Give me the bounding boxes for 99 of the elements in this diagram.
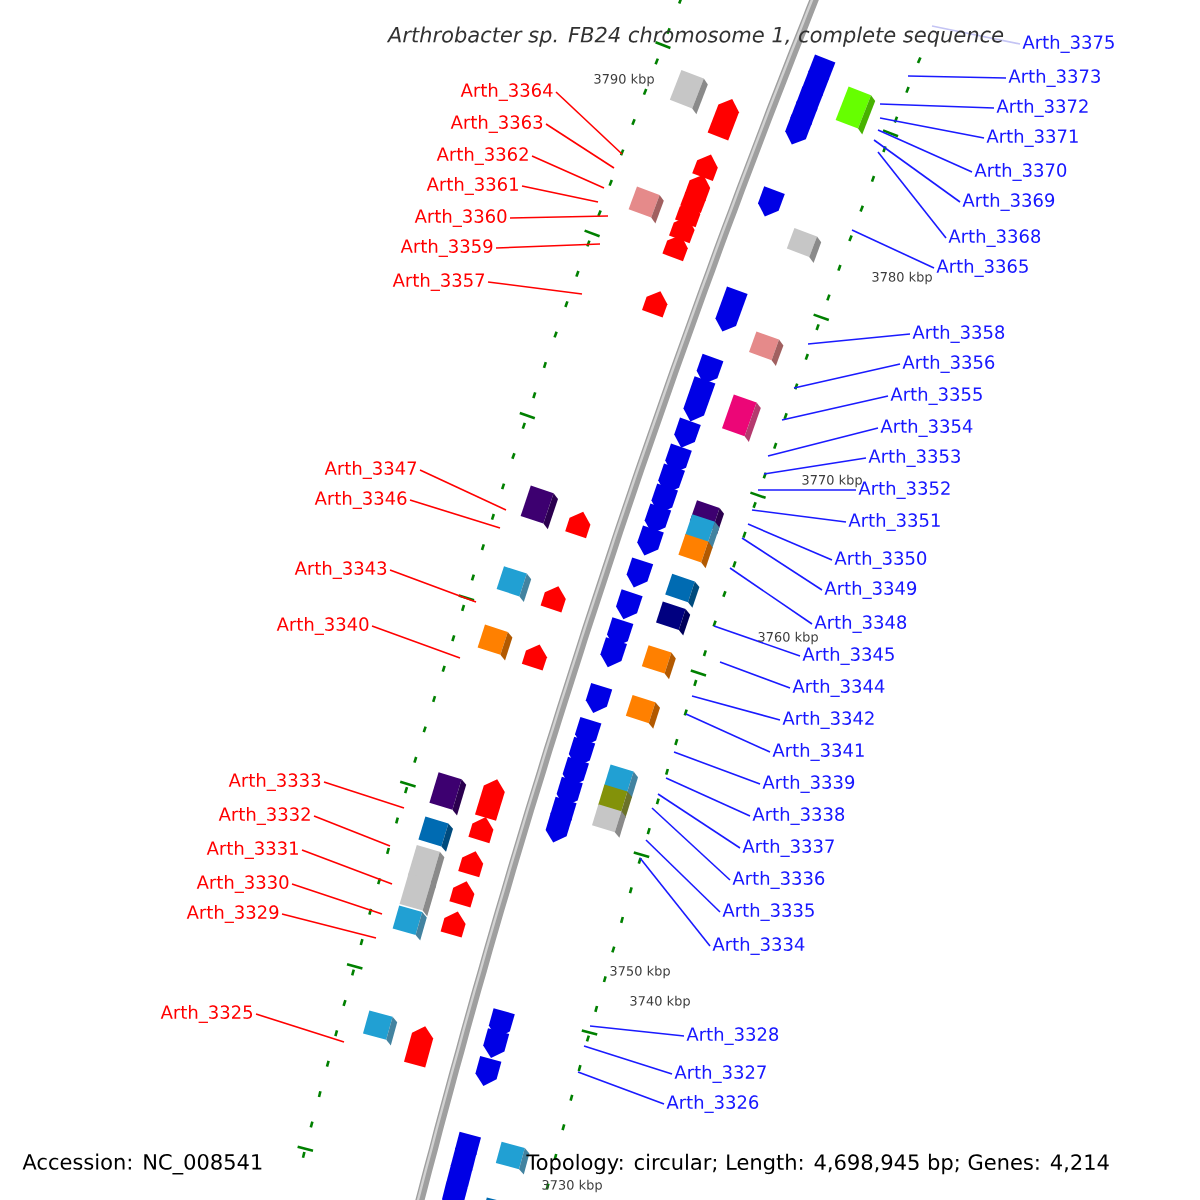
gene-label: Arth_3372 bbox=[996, 99, 1088, 117]
leader-line bbox=[577, 1071, 665, 1105]
gene-label: Arth_3369 bbox=[962, 193, 1055, 211]
gene-label: Arth_3356 bbox=[902, 355, 995, 373]
gene-label: Arth_3327 bbox=[674, 1065, 766, 1083]
leader-line bbox=[665, 777, 751, 817]
gene-label: Arth_3368 bbox=[948, 229, 1041, 247]
leader-line bbox=[807, 333, 911, 345]
leader-line bbox=[487, 281, 583, 295]
leader-line bbox=[409, 499, 501, 529]
gene-label: Arth_3375 bbox=[1022, 35, 1114, 53]
gene-label: Arth_3332 bbox=[218, 807, 310, 825]
leader-line bbox=[555, 91, 623, 155]
leader-line bbox=[545, 123, 615, 169]
gene-label: Arth_3336 bbox=[732, 871, 825, 889]
leader-line bbox=[873, 139, 961, 203]
gene-label: Arth_3373 bbox=[1008, 69, 1100, 87]
gene-label: Arth_3351 bbox=[848, 513, 940, 531]
gene-label: Arth_3334 bbox=[712, 937, 805, 955]
gene-label: Arth_3333 bbox=[228, 773, 321, 791]
gene-label: Arth_3363 bbox=[450, 115, 543, 133]
leader-line bbox=[589, 1025, 685, 1037]
gene-label: Arth_3331 bbox=[206, 841, 298, 859]
gene-label: Arth_3362 bbox=[436, 147, 528, 165]
footer-text: Accession: NC_008541 bbox=[22, 1153, 262, 1175]
leader-line bbox=[495, 243, 601, 249]
leader-line bbox=[793, 363, 901, 389]
gene-label: Arth_3335 bbox=[722, 903, 814, 921]
gene-label: Arth_3343 bbox=[294, 561, 387, 579]
gene-label: Arth_3345 bbox=[802, 647, 894, 665]
gene-label: Arth_3339 bbox=[762, 775, 855, 793]
leader-line bbox=[757, 489, 857, 491]
leader-line bbox=[301, 849, 393, 885]
gene-label: Arth_3365 bbox=[936, 259, 1028, 277]
gene-label: Arth_3347 bbox=[324, 461, 417, 479]
leader-line bbox=[323, 781, 405, 809]
leader-line bbox=[931, 25, 1021, 45]
leader-line bbox=[531, 155, 605, 189]
leader-line bbox=[313, 815, 391, 847]
leader-line bbox=[657, 793, 741, 849]
gene-label: Arth_3360 bbox=[414, 209, 507, 227]
gene-label: Arth_3340 bbox=[276, 617, 369, 635]
gene-label: Arth_3330 bbox=[196, 875, 289, 893]
leader-line bbox=[419, 469, 507, 511]
leader-line bbox=[877, 151, 947, 239]
gene-label: Arth_3342 bbox=[782, 711, 874, 729]
leader-line bbox=[907, 75, 1007, 79]
title: Arthrobacter sp. FB24 chromosome 1, complete sequence bbox=[386, 26, 1004, 47]
leader-line bbox=[713, 625, 801, 657]
gene-label: Arth_3325 bbox=[160, 1005, 252, 1023]
gene-label: Arth_3364 bbox=[460, 83, 553, 101]
leader-line bbox=[673, 751, 761, 785]
gene-label: Arth_3355 bbox=[890, 387, 982, 405]
leader-line bbox=[639, 857, 711, 947]
leader-line bbox=[645, 839, 721, 913]
gene-label: Arth_3346 bbox=[314, 491, 407, 509]
gene-label: Arth_3358 bbox=[912, 325, 1005, 343]
leader-line bbox=[729, 567, 813, 625]
leader-line bbox=[781, 395, 889, 421]
leader-line bbox=[741, 537, 823, 591]
leader-line bbox=[521, 185, 599, 203]
leader-line bbox=[291, 883, 383, 915]
gene-label: Arth_3354 bbox=[880, 419, 973, 437]
gene-label: Arth_3349 bbox=[824, 581, 917, 599]
gene-label: Arth_3337 bbox=[742, 839, 834, 857]
gene-label: Arth_3348 bbox=[814, 615, 907, 633]
leader-line bbox=[751, 509, 847, 523]
leader-line bbox=[877, 129, 973, 173]
gene-label: Arth_3326 bbox=[666, 1095, 759, 1113]
gene-label: Arth_3371 bbox=[986, 129, 1078, 147]
gene-label: Arth_3329 bbox=[186, 905, 279, 923]
gene-label: Arth_3353 bbox=[868, 449, 960, 467]
leader-line bbox=[509, 215, 609, 219]
leader-line bbox=[763, 457, 867, 475]
gene-label: Arth_3344 bbox=[792, 679, 885, 697]
footer-text: Topology: circular; Length: 4,698,945 bp; Genes: 4,214 bbox=[526, 1153, 1109, 1175]
leader-line bbox=[767, 427, 879, 457]
leader-line bbox=[879, 117, 985, 139]
gene-label: Arth_3370 bbox=[974, 163, 1067, 181]
leader-line bbox=[651, 807, 731, 881]
gene-label: Arth_3359 bbox=[400, 239, 493, 257]
leader-line bbox=[747, 523, 833, 561]
leader-line bbox=[851, 229, 935, 269]
gene-label: Arth_3328 bbox=[686, 1027, 779, 1045]
gene-label: Arth_3357 bbox=[392, 273, 485, 291]
leader-line bbox=[389, 569, 477, 603]
leader-line bbox=[255, 1013, 345, 1043]
gene-label: Arth_3350 bbox=[834, 551, 927, 569]
gene-label: Arth_3341 bbox=[772, 743, 864, 761]
gene-label: Arth_3338 bbox=[752, 807, 845, 825]
leader-line bbox=[685, 713, 771, 753]
leader-line bbox=[691, 695, 781, 721]
gene-label: Arth_3352 bbox=[858, 481, 950, 499]
gene-label: Arth_3361 bbox=[426, 177, 518, 195]
leader-line bbox=[719, 661, 791, 689]
leader-line bbox=[583, 1045, 673, 1075]
leader-line bbox=[281, 913, 377, 939]
leader-line bbox=[879, 103, 995, 109]
leader-line bbox=[371, 625, 461, 659]
